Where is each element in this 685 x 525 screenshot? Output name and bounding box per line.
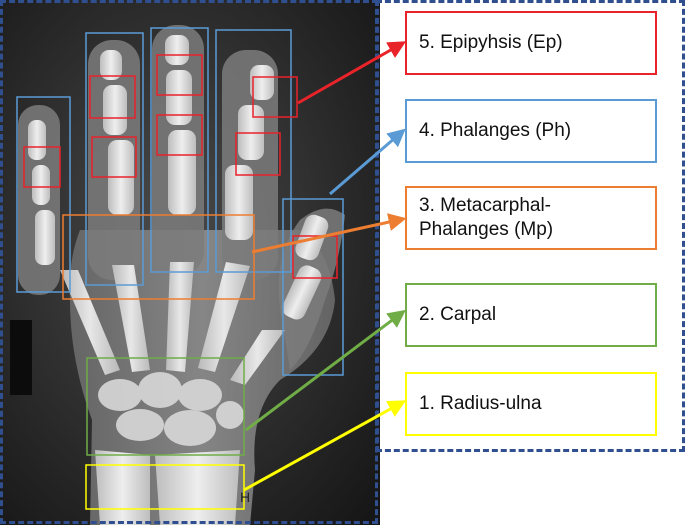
- label-phalanges: 4. Phalanges (Ph): [405, 99, 657, 163]
- label-carpal: 2. Carpal: [405, 283, 657, 347]
- label-phalanges-text: 4. Phalanges (Ph): [419, 119, 571, 143]
- region-box-ep: [24, 147, 60, 187]
- arrow-mp: [252, 219, 403, 252]
- label-metacarphal-phalanges-text: 3. Metacarphal-Phalanges (Mp): [419, 194, 594, 242]
- arrow-ep: [298, 43, 403, 103]
- region-box-ep: [92, 137, 136, 177]
- region-box-ru: [86, 465, 244, 509]
- region-box-ph: [283, 199, 343, 375]
- arrow-carpal: [246, 312, 403, 430]
- label-epiphysis-text: 5. Epipyhsis (Ep): [419, 31, 563, 55]
- region-box-ep: [90, 76, 135, 118]
- label-radius-ulna: 1. Radius-ulna: [405, 372, 657, 436]
- label-epiphysis: 5. Epipyhsis (Ep): [405, 11, 657, 75]
- region-box-ph: [86, 33, 143, 285]
- label-radius-ulna-text: 1. Radius-ulna: [419, 392, 542, 416]
- region-box-ph: [151, 28, 208, 272]
- region-box-ep: [157, 55, 202, 95]
- region-box-ph: [17, 97, 70, 292]
- region-box-ep: [236, 133, 280, 175]
- label-carpal-text: 2. Carpal: [419, 303, 496, 327]
- label-metacarphal-phalanges: 3. Metacarphal-Phalanges (Mp): [405, 186, 657, 250]
- arrow-ph: [330, 131, 403, 194]
- region-box-mp: [63, 215, 254, 299]
- region-box-ep: [157, 115, 202, 155]
- xray-marker: H: [240, 489, 250, 505]
- region-box-carpal: [87, 358, 244, 455]
